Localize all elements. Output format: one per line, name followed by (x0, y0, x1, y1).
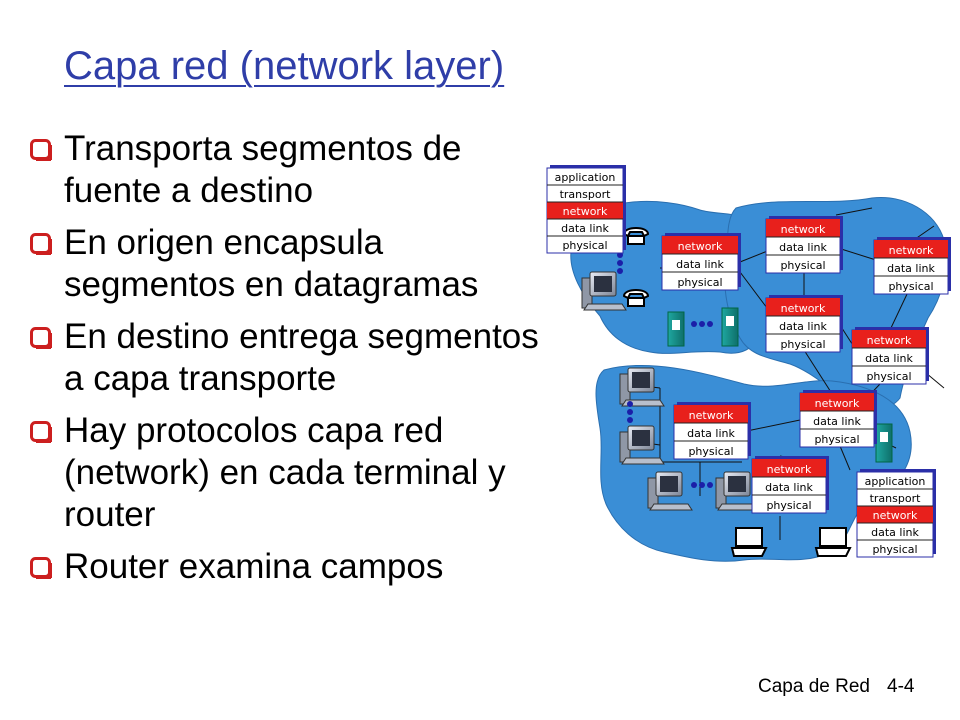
host-protocol-stack: application transport network data link … (856, 469, 936, 558)
layer-physical-label: physical (677, 276, 722, 289)
bullet-text: En origen encapsula segmentos en datagra… (64, 223, 479, 304)
layer-data-link-label: data link (887, 262, 935, 275)
layer-physical-label: physical (780, 259, 825, 272)
layer-physical-label: physical (866, 370, 911, 383)
layer-data-link-label: data link (561, 222, 609, 235)
host-protocol-stack: application transport network data link … (546, 165, 626, 254)
layer-network-label: network (873, 509, 918, 522)
layer-data-link-label: data link (779, 241, 827, 254)
layer-data-link-label: data link (871, 526, 919, 539)
ellipsis-dots (617, 252, 713, 488)
slide-number: 4-4 (887, 676, 915, 697)
router-protocol-stack: network data link physical (873, 237, 951, 295)
server-icon (667, 311, 685, 347)
layer-physical-label: physical (562, 239, 607, 252)
bullet-item: Hay protocolos capa red (network) en cad… (28, 410, 558, 536)
layer-network-label: network (781, 302, 826, 315)
desktop-computer-icon (619, 425, 665, 465)
checkbox-bullet-icon (30, 327, 52, 349)
router-protocol-stack: network data link physical (765, 216, 843, 274)
telephone-icon (622, 289, 650, 307)
telephone-icon (622, 227, 650, 245)
layer-data-link-label: data link (765, 481, 813, 494)
bullet-item: En destino entrega segmentos a capa tran… (28, 316, 558, 400)
router-protocol-stack: network data link physical (851, 327, 929, 385)
bullet-item: Router examina campos (28, 546, 558, 588)
bullet-text: Router examina campos (64, 547, 444, 586)
layer-network-label: network (678, 240, 723, 253)
bullet-item: En origen encapsula segmentos en datagra… (28, 222, 558, 306)
bullet-list: Transporta segmentos de fuente a destino… (28, 128, 558, 598)
page-title: Capa red (network layer) (64, 44, 505, 88)
layer-application-label: application (865, 475, 926, 488)
router-protocol-stack: network data link physical (765, 295, 843, 353)
desktop-computer-icon (581, 271, 627, 311)
layer-physical-label: physical (766, 499, 811, 512)
router-protocol-stack: network data link physical (661, 233, 741, 291)
layer-network-label: network (781, 223, 826, 236)
layer-physical-label: physical (688, 445, 733, 458)
laptop-icon (814, 527, 852, 557)
bullet-item: Transporta segmentos de fuente a destino (28, 128, 558, 212)
layer-physical-label: physical (780, 338, 825, 351)
layer-network-label: network (815, 397, 860, 410)
bullet-text: En destino entrega segmentos a capa tran… (64, 317, 539, 398)
laptop-icon (730, 527, 768, 557)
layer-network-label: network (689, 409, 734, 422)
layer-data-link-label: data link (865, 352, 913, 365)
router-protocol-stack: network data link physical (799, 390, 877, 448)
checkbox-bullet-icon (30, 557, 52, 579)
layer-physical-label: physical (814, 433, 859, 446)
router-protocol-stack: network data link physical (673, 402, 751, 460)
bullet-text: Hay protocolos capa red (network) en cad… (64, 411, 506, 534)
layer-data-link-label: data link (676, 258, 724, 271)
server-icon (721, 307, 739, 347)
layer-network-label: network (889, 244, 934, 257)
checkbox-bullet-icon (30, 139, 52, 161)
bullet-text: Transporta segmentos de fuente a destino (64, 129, 462, 210)
checkbox-bullet-icon (30, 421, 52, 443)
layer-transport-label: transport (870, 492, 922, 505)
layer-network-label: network (867, 334, 912, 347)
layer-transport-label: transport (560, 188, 612, 201)
checkbox-bullet-icon (30, 233, 52, 255)
layer-data-link-label: data link (779, 320, 827, 333)
footer-chapter-label: Capa de Red (758, 676, 870, 697)
router-protocol-stack: network data link physical (751, 456, 829, 514)
layer-network-label: network (563, 205, 608, 218)
desktop-computer-icon (647, 471, 693, 511)
layer-network-label: network (767, 463, 812, 476)
layer-physical-label: physical (872, 543, 917, 556)
layer-application-label: application (555, 171, 616, 184)
layer-physical-label: physical (888, 280, 933, 293)
server-icon (875, 423, 893, 463)
layer-data-link-label: data link (687, 427, 735, 440)
layer-data-link-label: data link (813, 415, 861, 428)
